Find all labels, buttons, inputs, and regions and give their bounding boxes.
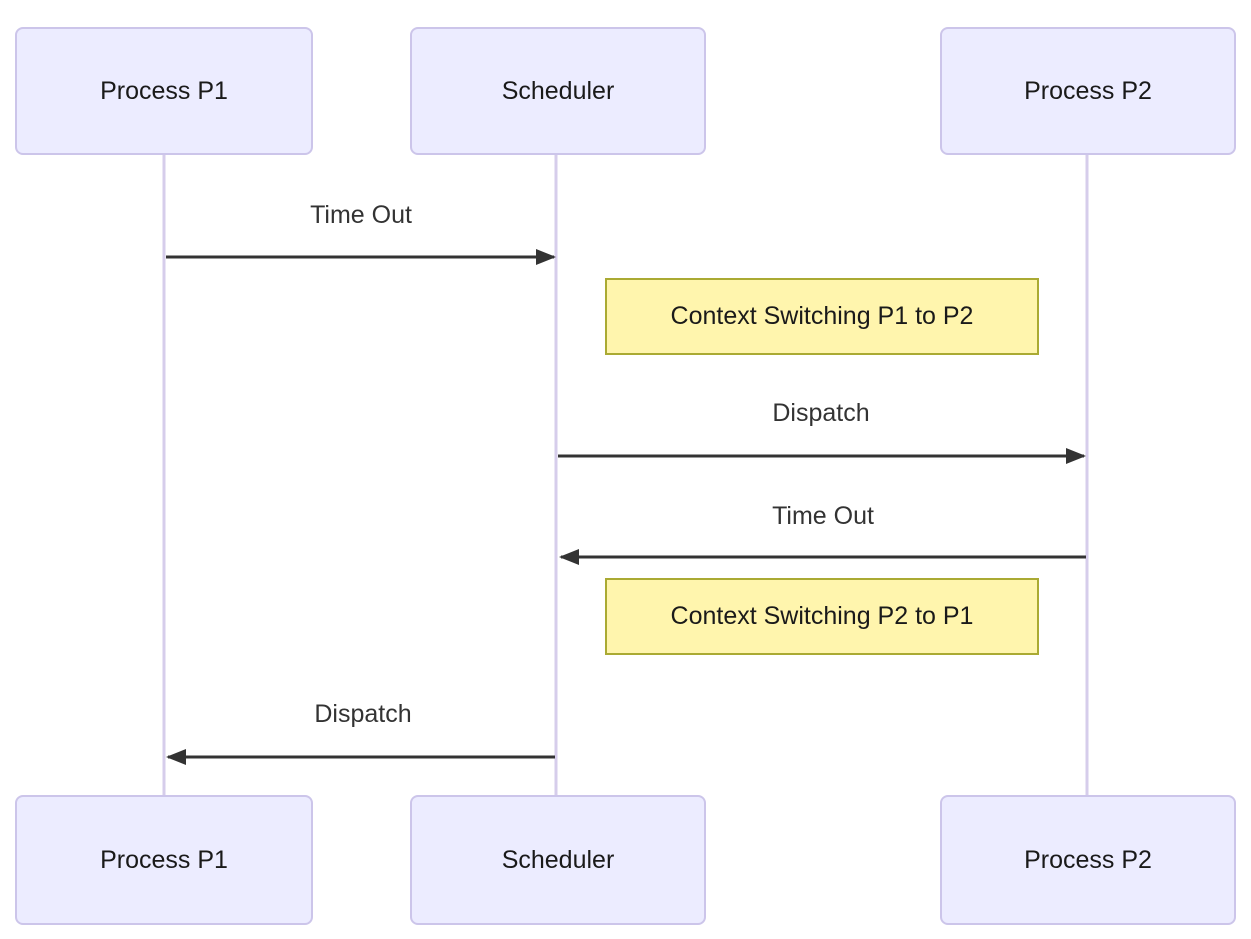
actor-process-p1-top: Process P1 xyxy=(15,27,313,155)
message-label-timeout-2: Time Out xyxy=(772,502,874,530)
message-label-dispatch-1: Dispatch xyxy=(772,399,870,427)
note-context-switching-p1-to-p2: Context Switching P1 to P2 xyxy=(605,278,1039,355)
message-label-dispatch-2: Dispatch xyxy=(314,700,412,728)
actor-process-p2-top: Process P2 xyxy=(940,27,1236,155)
note-context-switching-p2-to-p1: Context Switching P2 to P1 xyxy=(605,578,1039,655)
actor-process-p1-bottom: Process P1 xyxy=(15,795,313,925)
actor-scheduler-top: Scheduler xyxy=(410,27,706,155)
actor-process-p2-bottom: Process P2 xyxy=(940,795,1236,925)
message-label-timeout-1: Time Out xyxy=(310,201,412,229)
actor-scheduler-bottom: Scheduler xyxy=(410,795,706,925)
